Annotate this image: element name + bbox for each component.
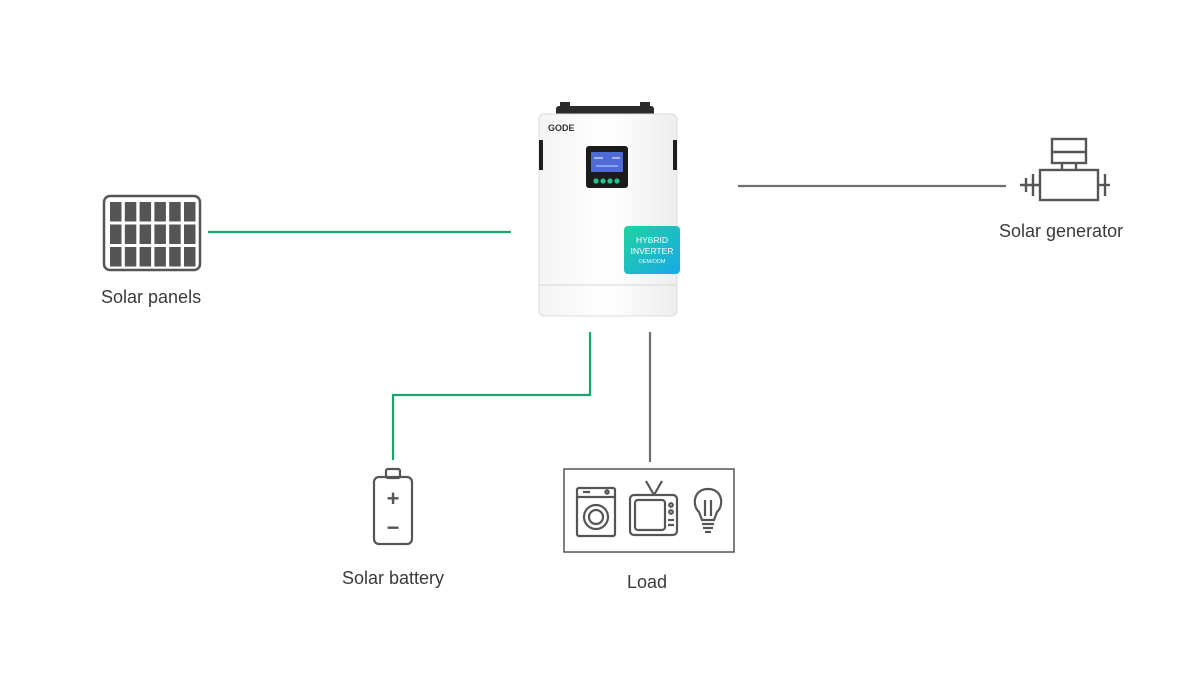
svg-text:OEM/ODM: OEM/ODM (639, 259, 666, 265)
load-label: Load (627, 572, 668, 592)
solar-cell (124, 247, 137, 267)
inverter-button-2 (600, 178, 606, 184)
solar-generator-label: Solar generator (999, 221, 1124, 241)
solar-cell (139, 224, 152, 244)
solar-cell (110, 247, 122, 267)
inverter-button-1 (593, 178, 599, 184)
inverter-button-3 (607, 178, 613, 184)
solar-cell (184, 247, 196, 267)
inverter-brand: GODE (548, 123, 575, 133)
solar-cell (169, 202, 181, 222)
battery-plus-sign: + (387, 486, 400, 511)
solar-panel-icon (102, 194, 202, 272)
load-box (563, 468, 735, 553)
solar-cell (110, 224, 122, 244)
inverter-button-4 (614, 178, 620, 184)
tv-icon (628, 480, 679, 537)
washing-machine-icon (575, 486, 617, 538)
solar-cell (154, 224, 166, 244)
solar-panels-label: Solar panels (101, 287, 202, 307)
solar-cell (154, 202, 166, 222)
hybrid-inverter: GODE HYBRID INVERTER OEM/ODM (538, 102, 680, 317)
light-bulb-icon (693, 487, 723, 534)
solar-cell (124, 202, 137, 222)
solar-cell (139, 202, 152, 222)
battery-minus-sign: − (387, 515, 400, 540)
solar-battery-label: Solar battery (342, 568, 445, 588)
svg-text:HYBRID: HYBRID (636, 235, 668, 245)
solar-cell (110, 202, 122, 222)
battery-icon (372, 467, 414, 546)
solar-cell (184, 224, 196, 244)
generator-icon (1020, 137, 1110, 202)
solar-cell (184, 202, 196, 222)
hybrid-inverter-badge: HYBRID INVERTER OEM/ODM (624, 226, 680, 274)
solar-cell (169, 247, 181, 267)
solar-cell (124, 224, 137, 244)
solar-cell (139, 247, 152, 267)
line-inverter-to-battery (391, 332, 592, 460)
solar-cell (169, 224, 181, 244)
solar-cell (154, 247, 166, 267)
svg-text:INVERTER: INVERTER (631, 246, 674, 256)
